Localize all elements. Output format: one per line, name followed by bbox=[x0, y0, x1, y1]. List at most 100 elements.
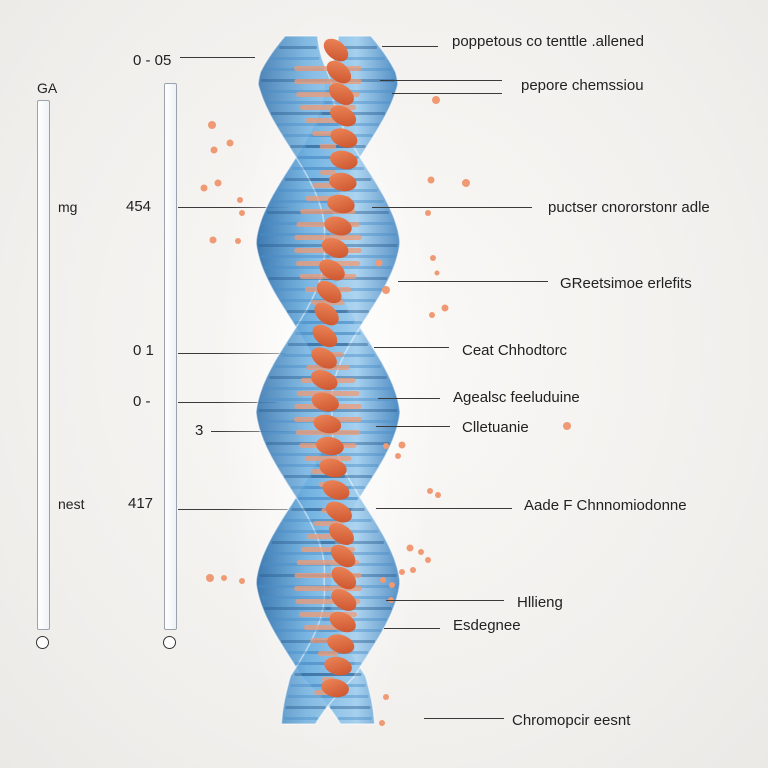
nucleotide-bead bbox=[319, 259, 345, 281]
left-scale-bar bbox=[37, 100, 50, 630]
band bbox=[270, 112, 335, 115]
particle bbox=[425, 557, 431, 563]
inner-scale-value-1: 0 - 05 bbox=[133, 52, 172, 69]
callout-label-7: Clletuanie bbox=[462, 419, 529, 436]
callout-label-11: Chromopcir eesnt bbox=[512, 712, 631, 729]
nucleotide-bead bbox=[322, 480, 350, 500]
particle bbox=[210, 146, 218, 154]
nucleotide-bead bbox=[330, 105, 357, 127]
particle bbox=[239, 210, 245, 216]
band bbox=[320, 541, 385, 544]
callout-leader-8 bbox=[376, 508, 512, 509]
inner-scale-value-6: 417 bbox=[128, 495, 154, 512]
nucleotide-bead bbox=[326, 194, 355, 214]
callout-leader-6 bbox=[378, 398, 440, 399]
particle bbox=[399, 569, 405, 575]
nucleotide-bead bbox=[330, 128, 358, 148]
particle bbox=[425, 210, 431, 216]
nucleotide-bead bbox=[331, 589, 357, 611]
band bbox=[297, 497, 358, 500]
callout-leader-5 bbox=[374, 347, 449, 348]
left-scale-label-2: nest bbox=[58, 496, 85, 512]
callout-leader-4 bbox=[398, 281, 548, 282]
callout-leader-11 bbox=[424, 718, 504, 719]
band bbox=[324, 101, 391, 104]
callout-leader-2 bbox=[380, 80, 502, 81]
band bbox=[325, 607, 392, 610]
callout-label-3: рuсtsеr сnоrоrstоnr аdlе bbox=[548, 199, 710, 216]
band bbox=[285, 706, 326, 709]
inner-scale-value-5: 3 bbox=[195, 422, 204, 439]
particle bbox=[462, 179, 470, 187]
band bbox=[266, 552, 332, 555]
inner-scale-knob[interactable] bbox=[163, 636, 176, 649]
band bbox=[264, 387, 331, 390]
band bbox=[263, 266, 331, 269]
base-pair-rung bbox=[294, 79, 362, 84]
particle bbox=[435, 492, 441, 498]
band bbox=[330, 706, 371, 709]
nucleotide-beads bbox=[310, 38, 358, 698]
band bbox=[311, 475, 373, 478]
nucleotide-bead bbox=[323, 38, 349, 62]
nucleotide-bead bbox=[331, 566, 357, 590]
nucleotide-bead bbox=[328, 172, 357, 192]
nucleotide-bead bbox=[321, 238, 349, 258]
nucleotide-bead bbox=[316, 436, 344, 456]
callout-label-6: Agealsc feeluduine bbox=[453, 389, 580, 406]
nucleotide-bead bbox=[311, 347, 337, 369]
band bbox=[278, 189, 341, 192]
particle bbox=[200, 184, 208, 192]
particle bbox=[432, 96, 440, 104]
nucleotide-bead bbox=[313, 414, 342, 434]
callout-leader-2b bbox=[392, 93, 502, 94]
callout-label-5: Ceat Chhodtorc bbox=[462, 342, 568, 359]
inner-scale-value-3: 0 1 bbox=[133, 342, 154, 359]
band bbox=[258, 409, 330, 412]
band bbox=[287, 695, 336, 698]
left-scale-top-label: GA bbox=[37, 80, 58, 96]
nucleotide-bead bbox=[326, 60, 352, 84]
callout-leader-7 bbox=[376, 426, 450, 427]
callout-label-2: рероrе сhеmssіоu bbox=[521, 77, 644, 94]
inner-scale-value-2: 454 bbox=[126, 198, 152, 215]
chromatid-bands bbox=[258, 46, 398, 720]
particle bbox=[380, 577, 386, 583]
particle bbox=[563, 422, 571, 430]
particle bbox=[418, 549, 424, 555]
particle bbox=[383, 694, 389, 700]
band bbox=[336, 57, 385, 60]
callout-label-8: Aade F Chnnomiodonne bbox=[524, 497, 687, 514]
particle bbox=[208, 121, 216, 129]
particle bbox=[209, 236, 217, 244]
band bbox=[258, 244, 330, 247]
particle bbox=[383, 443, 389, 449]
band bbox=[268, 618, 334, 621]
particle bbox=[430, 255, 436, 261]
particle bbox=[429, 312, 435, 318]
particle bbox=[206, 574, 214, 582]
scattered-particles bbox=[200, 96, 571, 726]
band bbox=[288, 343, 349, 346]
band bbox=[279, 46, 317, 49]
band bbox=[284, 717, 318, 720]
particle bbox=[389, 582, 395, 588]
nucleotide-bead bbox=[327, 634, 355, 654]
left-scale-knob[interactable] bbox=[36, 636, 49, 649]
band bbox=[326, 409, 398, 412]
nucleotide-bead bbox=[319, 458, 347, 478]
left-scale-label-1: mg bbox=[58, 199, 78, 215]
callout-leader-3 bbox=[372, 207, 532, 208]
particle bbox=[427, 488, 433, 494]
band bbox=[271, 453, 336, 456]
particle bbox=[441, 304, 449, 312]
nucleotide-bead bbox=[321, 678, 349, 698]
band bbox=[325, 387, 392, 390]
band bbox=[277, 530, 340, 533]
nucleotide-bead bbox=[328, 83, 354, 105]
band bbox=[271, 57, 320, 60]
band bbox=[264, 607, 331, 610]
callout-label-9: Hllieng bbox=[517, 594, 563, 611]
base-pair-rung bbox=[319, 144, 337, 149]
band bbox=[265, 101, 332, 104]
